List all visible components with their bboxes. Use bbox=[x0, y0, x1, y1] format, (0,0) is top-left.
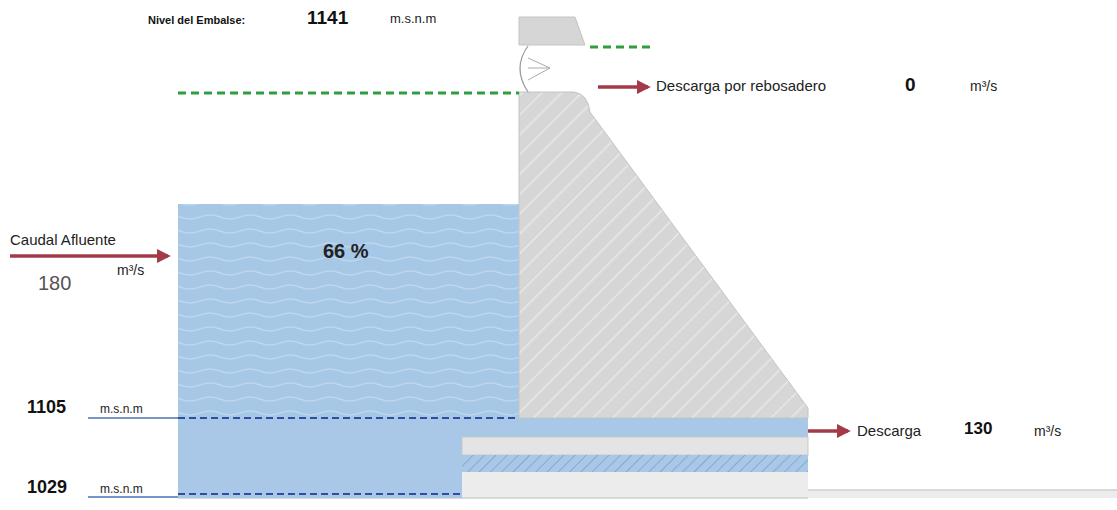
reservoir-volume: 66 % bbox=[178, 204, 519, 418]
unit: m.s.n.m bbox=[390, 12, 436, 27]
unit: m.s.n.m bbox=[100, 403, 143, 417]
elevation-value: 1029 bbox=[27, 477, 67, 498]
inflow-arrow bbox=[10, 254, 168, 258]
inflow-value: 180 bbox=[38, 272, 71, 295]
elevation-line bbox=[88, 496, 178, 498]
unit: m³/s bbox=[117, 262, 144, 278]
elevation-line bbox=[88, 417, 178, 419]
spill-caption: Descarga por rebosadero bbox=[656, 77, 826, 94]
level-value: 1141 bbox=[307, 7, 348, 29]
outlet-conduit bbox=[462, 437, 808, 455]
conduit-flow bbox=[462, 455, 808, 472]
ground-line bbox=[808, 489, 1117, 491]
spill-arrow bbox=[598, 85, 648, 89]
discharge-caption: Descarga bbox=[857, 422, 921, 439]
elevation-line bbox=[178, 417, 519, 419]
spillway-gate bbox=[528, 68, 550, 69]
dam-body bbox=[519, 92, 808, 418]
reservoir-water bbox=[178, 204, 519, 418]
discharge-arrow bbox=[808, 429, 848, 433]
crest-level-line bbox=[590, 46, 652, 49]
spillway-gate bbox=[528, 58, 550, 80]
inflow-caption: Caudal Afluente bbox=[10, 231, 116, 248]
elevation-line bbox=[178, 493, 462, 495]
max-level-line bbox=[178, 92, 519, 95]
downstream-ground bbox=[808, 490, 1117, 498]
percent-value: 66 % bbox=[323, 240, 369, 263]
spill-value: 0 bbox=[905, 74, 916, 96]
outlet-water bbox=[462, 418, 519, 437]
unit: m.s.n.m bbox=[100, 483, 143, 497]
dam-crest bbox=[519, 17, 585, 45]
dead-storage-water bbox=[178, 418, 462, 498]
unit: m³/s bbox=[1034, 423, 1061, 439]
spillway-gate bbox=[520, 46, 528, 92]
discharge-value: 130 bbox=[964, 419, 992, 439]
elevation-value: 1105 bbox=[27, 397, 66, 418]
unit: m³/s bbox=[970, 78, 997, 94]
foundation bbox=[462, 472, 808, 498]
level-caption: Nivel del Embalse: bbox=[148, 14, 245, 27]
outlet-water bbox=[519, 418, 808, 437]
